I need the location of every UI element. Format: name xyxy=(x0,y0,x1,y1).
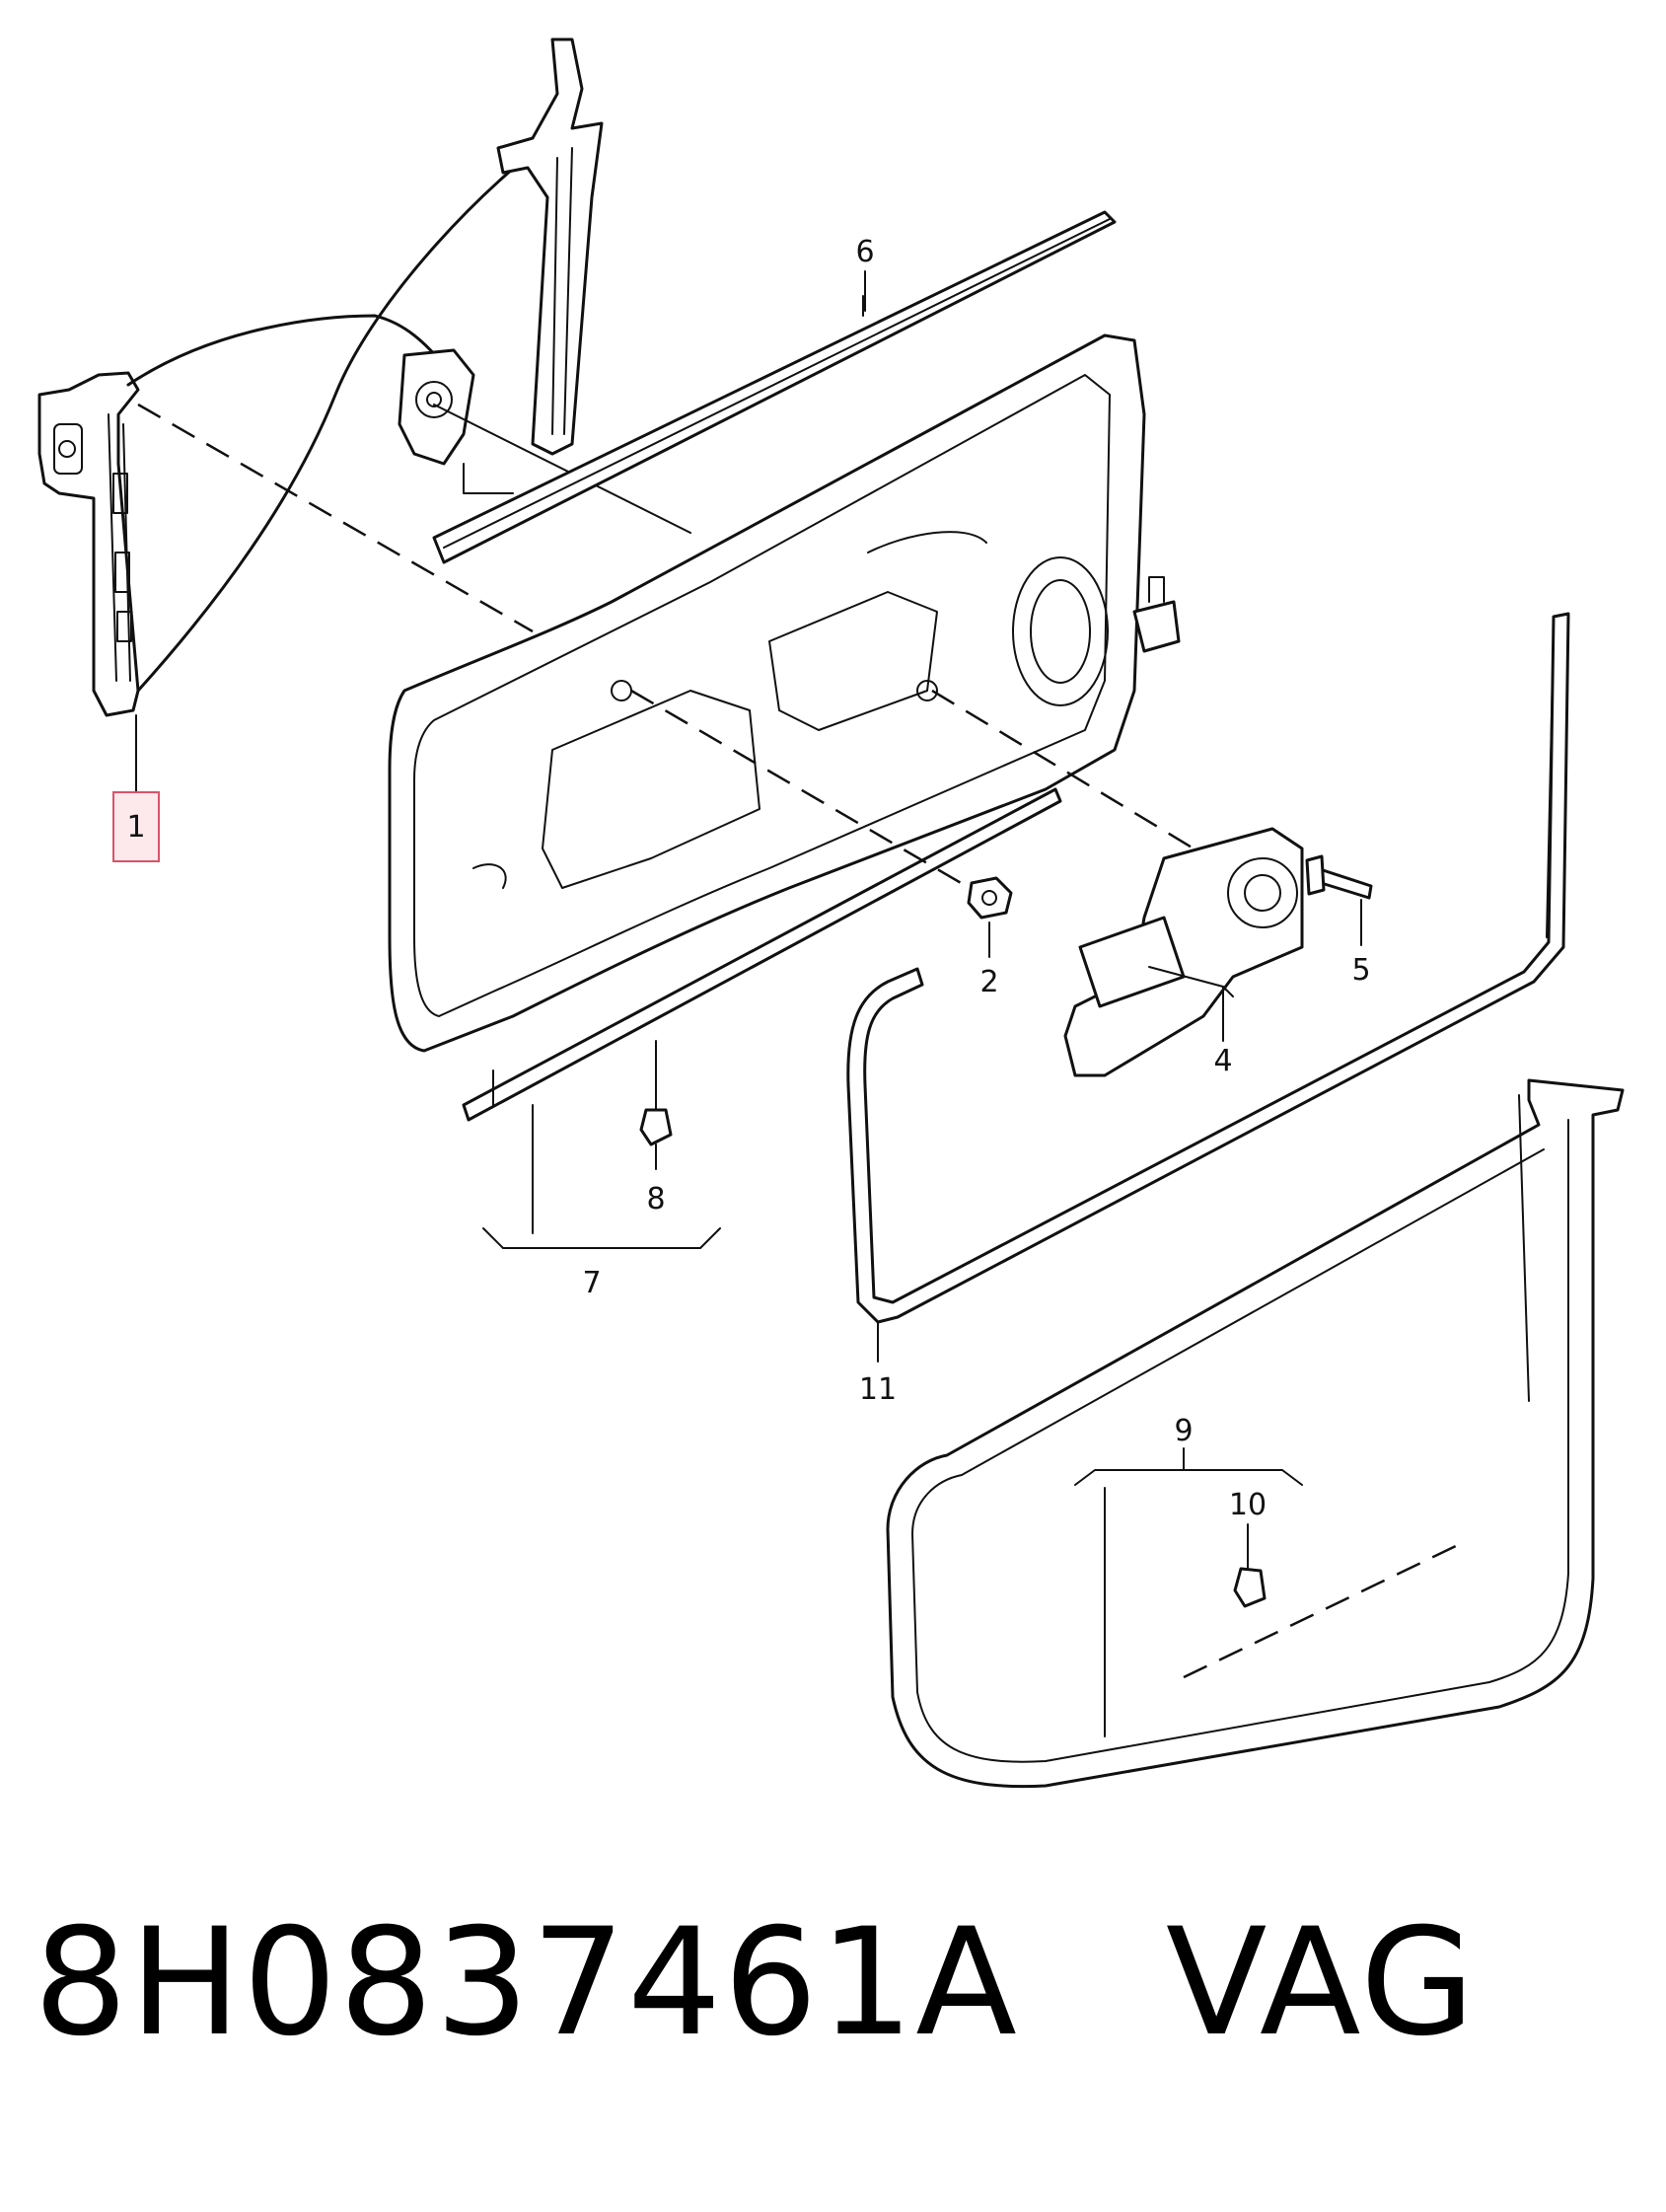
callout-label-1: 1 xyxy=(126,810,145,845)
clip-part-10 xyxy=(1233,1523,1267,1608)
callout-label-11: 11 xyxy=(859,1372,897,1407)
window-regulator-part-1 xyxy=(37,37,604,717)
window-motor-part-4 xyxy=(1063,827,1304,1077)
callout-label-7: 7 xyxy=(582,1266,601,1300)
frame-seal-part-9 xyxy=(886,1078,1625,1789)
callout-label-5: 5 xyxy=(1351,953,1370,988)
callout-1-highlight xyxy=(112,791,160,862)
part-number-caption: 8H0837461A VAG xyxy=(34,1897,1478,2069)
door-inner-panel xyxy=(388,333,1181,1053)
callout-label-10: 10 xyxy=(1229,1488,1267,1522)
callout-label-4: 4 xyxy=(1213,1044,1232,1078)
clip-part-8 xyxy=(639,1040,673,1146)
callout-label-2: 2 xyxy=(979,965,998,999)
callout-label-9: 9 xyxy=(1174,1414,1193,1448)
callout-label-8: 8 xyxy=(646,1182,665,1217)
screw-part-5 xyxy=(1305,854,1373,900)
nut-part-2 xyxy=(967,876,1013,920)
door-seal-part-11 xyxy=(846,612,1570,1363)
callout-label-6: 6 xyxy=(855,235,874,269)
window-seal-part-6 xyxy=(432,210,1117,564)
lower-strip-part-7 xyxy=(462,787,1062,1249)
